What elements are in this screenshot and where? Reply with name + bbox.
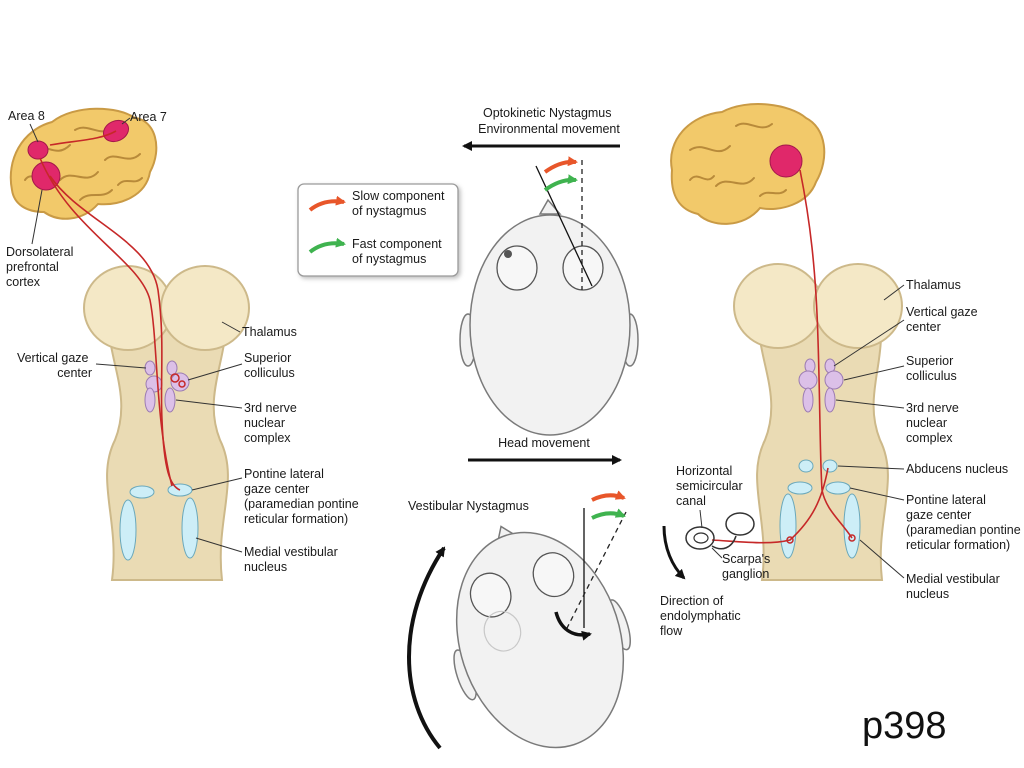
right-panel: Thalamus Vertical gaze center Superior c… — [660, 103, 1024, 638]
label-area-7: Area 7 — [130, 110, 167, 124]
slow-component-swatch — [308, 195, 346, 212]
eye-rotation-arrow — [554, 611, 592, 641]
label-third-nerve-left: 3rd nerve nuclear complex — [244, 401, 300, 445]
horizontal-canal — [662, 512, 755, 580]
label-dlpfc: Dorsolateral prefrontal cortex — [6, 245, 77, 289]
legend: Slow component of nystagmus Fast compone… — [297, 183, 459, 277]
label-scarpa: Scarpa's ganglion — [722, 552, 774, 581]
label-area-8: Area 8 — [8, 109, 45, 123]
endolymph-flow-arrow — [662, 525, 686, 580]
vestibular-title: Vestibular Nystagmus — [408, 499, 529, 513]
dlpfc-highlight — [31, 161, 61, 191]
right-cortex-highlight — [769, 144, 803, 178]
center-panel: Slow component of nystagmus Fast compone… — [297, 106, 639, 750]
right-brain — [670, 103, 826, 225]
label-endolymph: Direction of endolymphatic flow — [660, 594, 744, 638]
label-horizontal-canal: Horizontal semicircular canal — [676, 464, 746, 508]
right-brainstem — [711, 169, 903, 581]
label-thalamus-left: Thalamus — [242, 325, 297, 339]
label-pontine-left: Pontine lateral gaze center (paramedian … — [244, 467, 362, 526]
label-medial-vestibular-right: Medial vestibular nucleus — [906, 572, 1003, 601]
head-rotation-arrow — [407, 546, 446, 750]
left-panel: Area 8 Area 7 Dorsolateral prefrontal co… — [6, 107, 362, 581]
legend-slow: Slow component of nystagmus — [352, 189, 448, 218]
page-number: p398 — [862, 705, 947, 747]
label-vertical-gaze-left: Vertical gaze center — [17, 351, 92, 380]
fast-component-swatch — [308, 237, 346, 254]
vestibular-head — [453, 525, 631, 749]
label-vertical-gaze-right: Vertical gaze center — [906, 305, 981, 334]
left-brain — [9, 107, 158, 220]
label-superior-colliculus-left: Superior colliculus — [244, 351, 295, 380]
legend-fast: Fast component of nystagmus — [352, 237, 445, 266]
label-pontine-right: Pontine lateral gaze center (paramedian … — [906, 493, 1024, 552]
label-third-nerve-right: 3rd nerve nuclear complex — [906, 401, 962, 445]
label-thalamus-right: Thalamus — [906, 278, 961, 292]
head-movement-label: Head movement — [498, 436, 590, 450]
okn-head — [459, 156, 639, 436]
label-superior-colliculus-right: Superior colliculus — [906, 354, 957, 383]
label-abducens: Abducens nucleus — [906, 462, 1008, 476]
area-8-highlight — [27, 140, 49, 160]
left-brainstem — [39, 157, 250, 581]
label-medial-vestibular-left: Medial vestibular nucleus — [244, 545, 341, 574]
okn-title: Optokinetic Nystagmus Environmental move… — [478, 106, 620, 136]
